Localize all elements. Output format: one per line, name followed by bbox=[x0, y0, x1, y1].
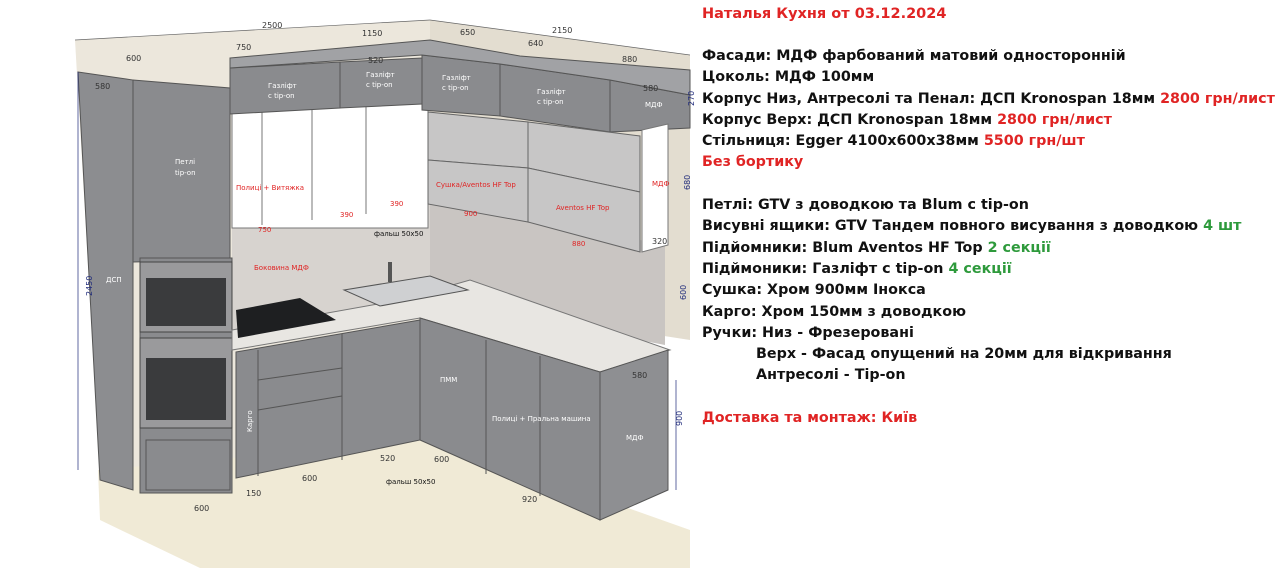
label-shelves-wash: Полиці + Пральна машина bbox=[492, 415, 591, 423]
dim-270: 270 bbox=[687, 91, 696, 106]
dim-580a: 580 bbox=[95, 82, 110, 91]
oven-bottom bbox=[139, 337, 233, 429]
dim-900b: 900 bbox=[675, 411, 684, 426]
spec-lifts-2-text: Підймоники: Газліфт с tip-on bbox=[702, 260, 944, 277]
specification-panel: Наталья Кухня от 03.12.2024 Фасади: МДФ … bbox=[702, 6, 1275, 429]
dim-750: 750 bbox=[236, 43, 251, 52]
dim-520a: 520 bbox=[368, 56, 383, 65]
dim-600b: 600 bbox=[679, 285, 688, 300]
spec-body-low-text: Корпус Низ, Антресолі та Пенал: ДСП Kron… bbox=[702, 90, 1156, 107]
spec-body-top-text: Корпус Верх: ДСП Kronospan 18мм bbox=[702, 111, 993, 128]
oven-top bbox=[139, 261, 233, 333]
label-false-50-b: фальш 50х50 bbox=[386, 478, 435, 486]
label-tipon-3: с tip-on bbox=[442, 84, 469, 92]
spec-countertop-text: Стільниця: Egger 4100x600x38мм bbox=[702, 133, 979, 150]
label-hinges: Петлі bbox=[175, 158, 195, 166]
spec-body-low: Корпус Низ, Антресолі та Пенал: ДСП Kron… bbox=[702, 89, 1275, 110]
spec-countertop: Стільниця: Egger 4100x600x38мм 5500 грн/… bbox=[702, 131, 1272, 152]
dim-600c: 600 bbox=[434, 455, 449, 464]
dim-750b: 750 bbox=[258, 226, 271, 234]
dim-650: 650 bbox=[460, 28, 475, 37]
dim-600e: 600 bbox=[194, 504, 209, 513]
dim-580c: 580 bbox=[632, 371, 647, 380]
dim-920: 920 bbox=[522, 495, 537, 504]
label-dryer-aventos: Сушка/Aventos HF Top bbox=[436, 181, 516, 189]
spec-body-top-price: 2800 грн/лист bbox=[997, 111, 1112, 128]
dim-150: 150 bbox=[246, 489, 261, 498]
label-dsp: ДСП bbox=[106, 276, 122, 284]
label-false-50-a: фальш 50х50 bbox=[374, 230, 423, 238]
label-mdf-1: МДФ bbox=[645, 101, 663, 109]
label-mdf-2: МДФ bbox=[652, 180, 670, 188]
label-cargo: Карго bbox=[246, 410, 254, 432]
open-shelves bbox=[231, 95, 429, 229]
spec-drawers-count: 4 шт bbox=[1203, 218, 1242, 235]
label-gaslift-3: Газліфт bbox=[442, 74, 471, 82]
dim-1150: 1150 bbox=[362, 29, 382, 38]
spec-dryer: Сушка: Хром 900мм Інокса bbox=[702, 282, 926, 299]
spec-handles-2: Верх - Фасад опущений на 20мм для відкри… bbox=[756, 346, 1172, 363]
dim-580b: 580 bbox=[643, 84, 658, 93]
sink bbox=[342, 275, 470, 307]
dim-600: 600 bbox=[126, 54, 141, 63]
spec-body-low-price: 2800 грн/лист bbox=[1160, 90, 1275, 107]
cooktop bbox=[236, 298, 336, 338]
dim-600d: 600 bbox=[302, 474, 317, 483]
dim-2150: 2150 bbox=[552, 26, 572, 35]
label-side-mdf: Бокoвина МДФ bbox=[254, 264, 309, 272]
spec-facades: Фасади: МДФ фарбований матовий односторо… bbox=[702, 48, 1126, 64]
dim-320: 320 bbox=[652, 237, 667, 246]
spec-delivery: Доставка та монтаж: Київ bbox=[702, 410, 918, 427]
label-tipon-4: с tip-on bbox=[537, 98, 564, 106]
spec-drawers: Висувні ящики: GTV Тандем повного висува… bbox=[702, 216, 1272, 237]
spec-drawers-text: Висувні ящики: GTV Тандем повного висува… bbox=[702, 218, 1199, 235]
spec-lifts-1-count: 2 секції bbox=[987, 239, 1051, 256]
label-gaslift-1: Газліфт bbox=[268, 82, 297, 90]
label-mdf-3: МДФ bbox=[626, 434, 644, 442]
spec-cargo: Карго: Хром 150мм з доводкою bbox=[702, 303, 966, 320]
label-aventos: Aventos HF Top bbox=[556, 204, 610, 212]
dim-2500: 2500 bbox=[262, 21, 282, 30]
spec-lifts-2: Підймоники: Газліфт с tip-on 4 секції bbox=[702, 259, 1272, 280]
label-gaslift-2: Газліфт bbox=[366, 71, 395, 79]
label-tipon-1: с tip-on bbox=[268, 92, 295, 100]
spec-handles-3: Антресолі - Tip-on bbox=[756, 367, 906, 384]
spec-title: Наталья Кухня от 03.12.2024 bbox=[702, 6, 947, 22]
upper-right-aventos-1 bbox=[427, 111, 529, 169]
label-tipon-2: с tip-on bbox=[366, 81, 393, 89]
spec-plinth: Цоколь: МДФ 100мм bbox=[702, 69, 875, 86]
spec-countertop-price: 5500 грн/шт bbox=[983, 133, 1085, 150]
label-tipon-5: tip-on bbox=[175, 169, 196, 177]
label-gaslift-4: Газліфт bbox=[537, 88, 566, 96]
label-shelves-hood: Полиці + Витяжка bbox=[236, 184, 304, 192]
dim-640: 640 bbox=[528, 39, 543, 48]
dim-880: 880 bbox=[622, 55, 637, 64]
dim-880b: 880 bbox=[572, 240, 585, 248]
spec-lifts-1: Підйомники: Blum Aventos HF Top 2 секції bbox=[702, 238, 1272, 259]
dim-900a: 900 bbox=[464, 210, 477, 218]
white-side-panel bbox=[641, 123, 669, 253]
label-pmm: ПММ bbox=[440, 376, 457, 384]
spec-lifts-1-text: Підйомники: Blum Aventos HF Top bbox=[702, 239, 983, 256]
dim-390b: 390 bbox=[390, 200, 403, 208]
dim-2450: 2450 bbox=[85, 276, 94, 296]
dim-680: 680 bbox=[683, 175, 692, 190]
spec-lifts-2-count: 4 секції bbox=[948, 260, 1012, 277]
dim-520b: 520 bbox=[380, 454, 395, 463]
spec-handles-1: Ручки: Низ - Фрезеровані bbox=[702, 324, 914, 341]
dim-390a: 390 bbox=[340, 211, 353, 219]
tall-pantry-side bbox=[77, 71, 134, 491]
spec-no-border: Без бортику bbox=[702, 154, 804, 171]
spec-body-top: Корпус Верх: ДСП Kronospan 18мм 2800 грн… bbox=[702, 110, 1272, 131]
spec-hinges: Петлі: GTV з доводкою та Blum с tip-on bbox=[702, 197, 1029, 214]
kitchen-drawing: 2500 2150 600 750 1150 650 640 880 580 5… bbox=[74, 19, 696, 568]
